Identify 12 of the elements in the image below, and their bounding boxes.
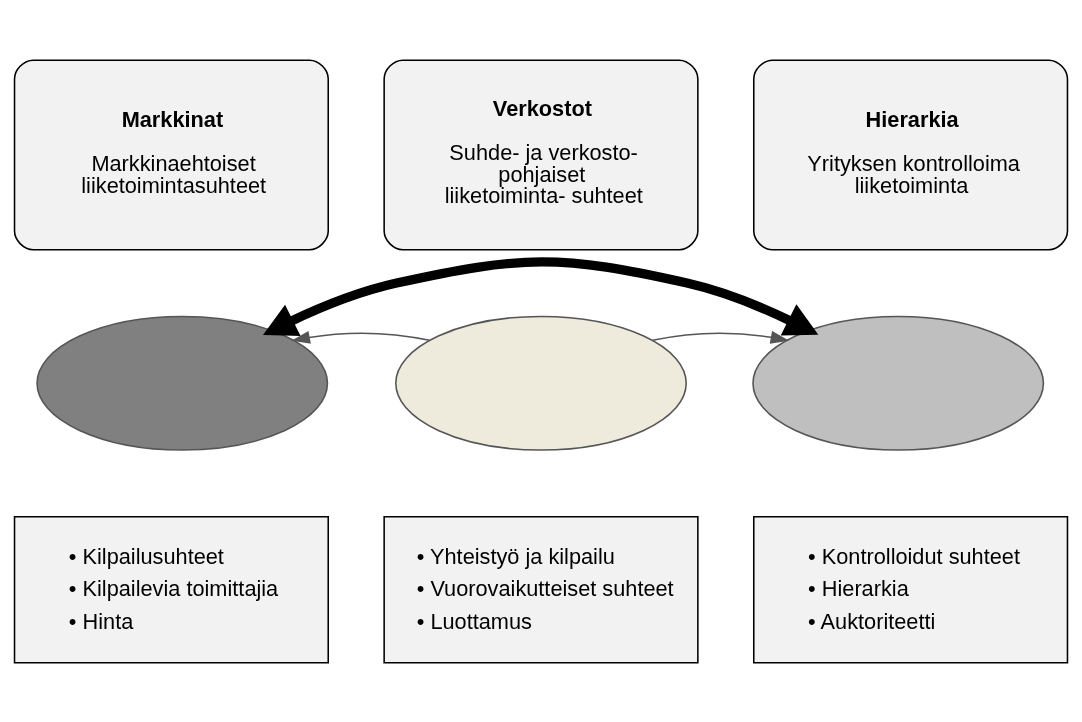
node-box: Verkostot Suhde- ja verkosto- pohjaiset liiketoiminta- suhteet [383, 58, 699, 250]
arrow [291, 330, 431, 344]
node-box: Markkinat Markkinaehtoiset liiketoimintasuhteet [13, 58, 329, 250]
node-box: • Yhteistyö ja kilpailu • Vuorovaikutteiset suhteet • Luottamus [383, 515, 699, 664]
arrow [651, 330, 790, 344]
node-ellipse [752, 315, 1045, 451]
node-box: • Kontrolloidut suhteet • Hierarkia • Auktoriteetti [753, 515, 1069, 664]
node-ellipse [395, 315, 687, 451]
node-box: • Kilpailusuhteet • Kilpailevia toimittajia • Hinta [13, 515, 329, 664]
node-ellipse [36, 315, 329, 451]
arrow [262, 256, 819, 336]
node-box: Hierarkia Yrityksen kontrolloima liiketoiminta [753, 58, 1069, 250]
